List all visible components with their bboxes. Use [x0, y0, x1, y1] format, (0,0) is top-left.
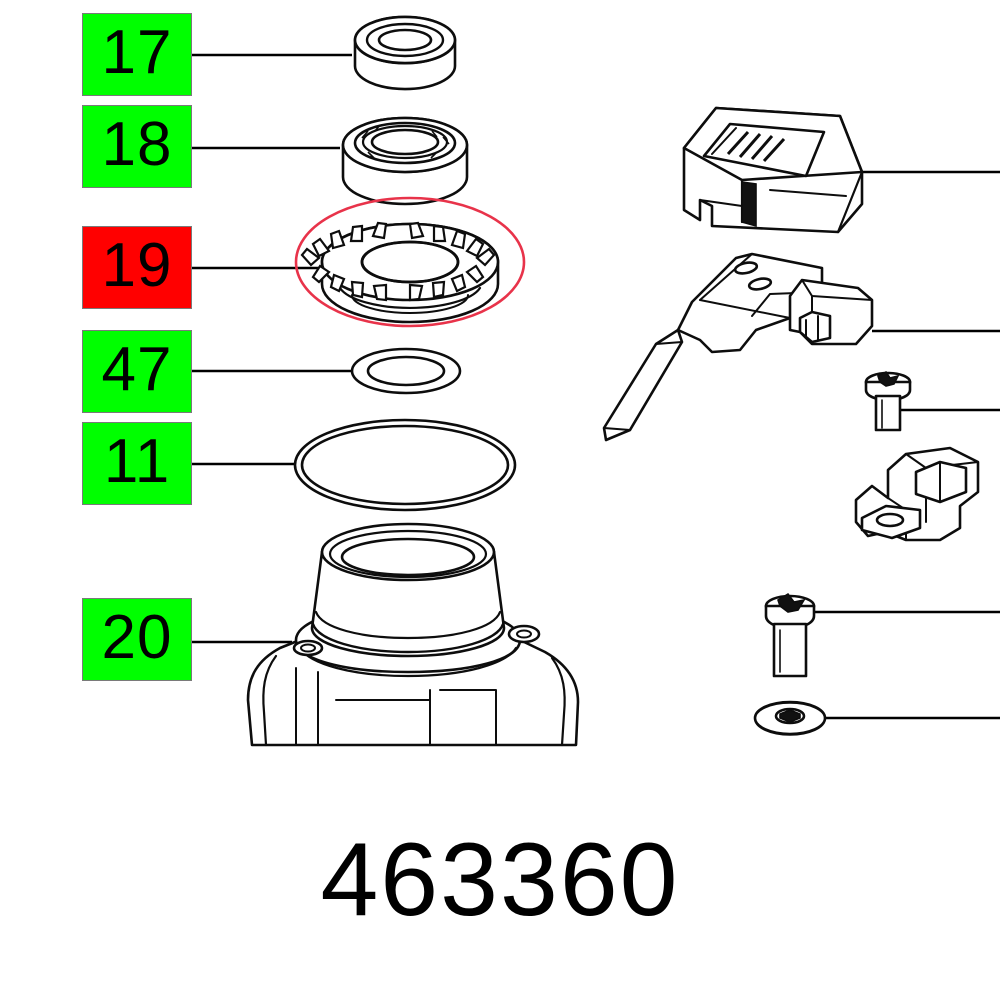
part-pan-head-screw-long	[764, 592, 816, 678]
callout-number-20: 20	[101, 602, 173, 672]
leader-lines-right	[812, 170, 1000, 720]
callout-box-47[interactable]: 47	[82, 330, 192, 413]
part-mounting-bracket	[602, 252, 874, 442]
callout-box-20[interactable]: 20	[82, 598, 192, 681]
part-ball-bearing-large	[341, 116, 469, 206]
part-flat-washer-right	[753, 700, 827, 736]
part-cable-clamp	[854, 446, 980, 542]
callout-box-18[interactable]: 18	[82, 105, 192, 188]
callout-box-11[interactable]: 11	[82, 422, 192, 505]
callout-box-19[interactable]: 19	[82, 226, 192, 309]
part-pan-head-screw-short	[864, 370, 912, 432]
callout-number-19: 19	[101, 230, 173, 300]
part-o-ring-seal	[293, 418, 517, 512]
callout-number-18: 18	[101, 109, 173, 179]
callout-box-17[interactable]: 17	[82, 13, 192, 96]
part-flat-washer	[350, 347, 462, 395]
callout-number-11: 11	[103, 426, 171, 496]
part-fan-impeller	[294, 196, 526, 328]
part-ball-bearing-small	[353, 15, 457, 91]
callout-number-17: 17	[101, 17, 173, 87]
callout-number-47: 47	[101, 334, 173, 404]
part-switch-module-cover	[682, 106, 864, 234]
part-motor-housing	[246, 522, 580, 747]
highlight-ellipse	[294, 196, 526, 328]
leader-lines-left	[190, 53, 358, 644]
part-number-label: 463360	[320, 822, 680, 938]
